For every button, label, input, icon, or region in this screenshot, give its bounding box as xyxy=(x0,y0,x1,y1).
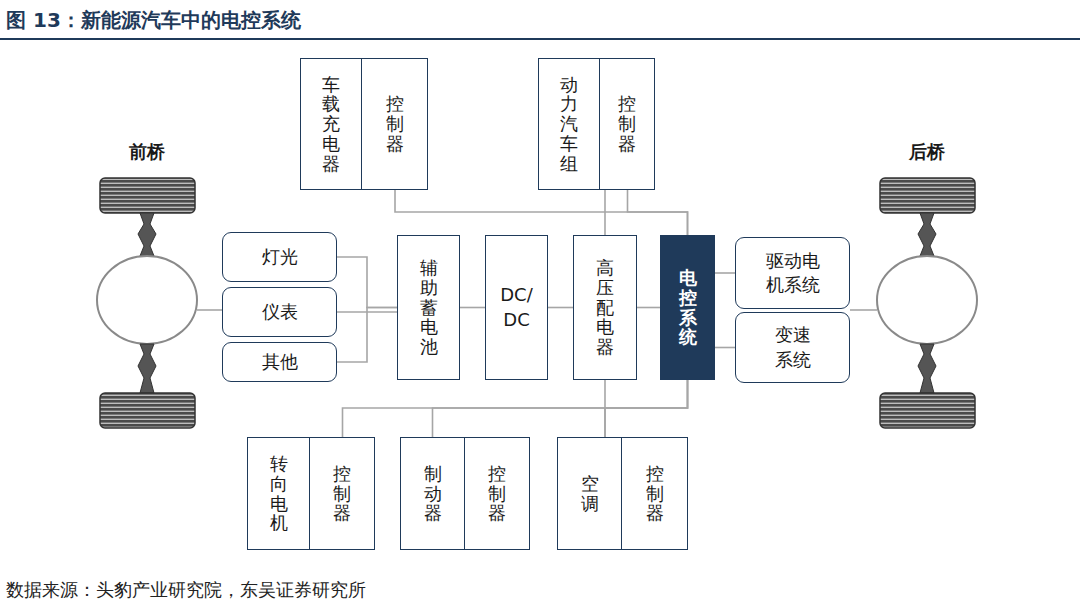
title-rule xyxy=(0,38,1080,40)
steering-cell: 转向电机 xyxy=(247,437,310,550)
connector-line xyxy=(337,308,397,363)
distribution-box: 高压配电器 xyxy=(573,235,637,380)
controller-cell: 控制器 xyxy=(310,437,375,550)
box-label: 控制器 xyxy=(646,464,664,523)
connector-line xyxy=(604,380,606,437)
box-label: 驱动电机系统 xyxy=(764,249,822,298)
connector-line xyxy=(460,307,485,309)
box-label: 电控系统 xyxy=(679,268,697,347)
load-box: 灯光 xyxy=(222,232,337,282)
control-box: 电控系统 xyxy=(660,235,715,380)
connector-line xyxy=(337,257,397,308)
connector-line xyxy=(637,307,660,309)
axle-label: 后桥 xyxy=(909,140,945,164)
box-label: 控制器 xyxy=(386,94,404,153)
controller-cell: 控制器 xyxy=(465,437,530,550)
converter-box: DC/DC xyxy=(485,235,548,380)
front-axle-illustration xyxy=(97,178,197,428)
connector-line xyxy=(604,190,606,235)
connector-line xyxy=(433,380,688,437)
connector-line xyxy=(343,380,688,437)
box-label: 制动器 xyxy=(424,464,442,523)
aircon-cell: 空调 xyxy=(557,437,622,550)
connector-line xyxy=(395,190,688,235)
brake-cell: 制动器 xyxy=(400,437,465,550)
box-label: 车载充电器 xyxy=(322,75,340,174)
controller-cell: 控制器 xyxy=(362,58,428,190)
connector-line xyxy=(605,380,688,437)
gearbox-box: 变速系统 xyxy=(735,312,850,383)
connector-line xyxy=(548,307,573,309)
source-caption: 数据来源：头豹产业研究院，东吴证券研究所 xyxy=(6,578,366,602)
controller-cell: 控制器 xyxy=(600,58,655,190)
rear-axle-illustration xyxy=(877,178,977,428)
motor-box: 驱动电机系统 xyxy=(735,237,850,309)
box-label: 控制器 xyxy=(618,94,636,153)
box-label: 转向电机 xyxy=(270,454,288,533)
axle-wire xyxy=(197,309,222,311)
box-label: 高压配电器 xyxy=(596,258,614,357)
box-label: 辅助蓄电池 xyxy=(420,258,438,357)
figure-title: 图 13：新能源汽车中的电控系统 xyxy=(6,7,301,34)
axle-wire xyxy=(850,309,877,311)
connector-line xyxy=(628,190,688,235)
power-unit-cell: 动力汽车组 xyxy=(538,58,600,190)
battery-box: 辅助蓄电池 xyxy=(397,235,460,380)
box-label: 控制器 xyxy=(333,464,351,523)
load-box: 仪表 xyxy=(222,287,337,337)
box-label: 其他 xyxy=(253,350,307,374)
box-label: 动力汽车组 xyxy=(560,75,578,174)
box-label: 控制器 xyxy=(488,464,506,523)
connector-line xyxy=(715,272,735,274)
box-label: 灯光 xyxy=(253,245,307,269)
connector-line xyxy=(715,347,735,349)
controller-cell: 控制器 xyxy=(622,437,688,550)
charger-cell: 车载充电器 xyxy=(300,58,362,190)
axle-label: 前桥 xyxy=(129,140,165,164)
box-label: 仪表 xyxy=(253,300,307,324)
load-box: 其他 xyxy=(222,342,337,382)
box-label: 变速系统 xyxy=(773,323,813,372)
box-label: 空调 xyxy=(581,474,599,514)
box-label: DC/DC xyxy=(499,283,533,332)
